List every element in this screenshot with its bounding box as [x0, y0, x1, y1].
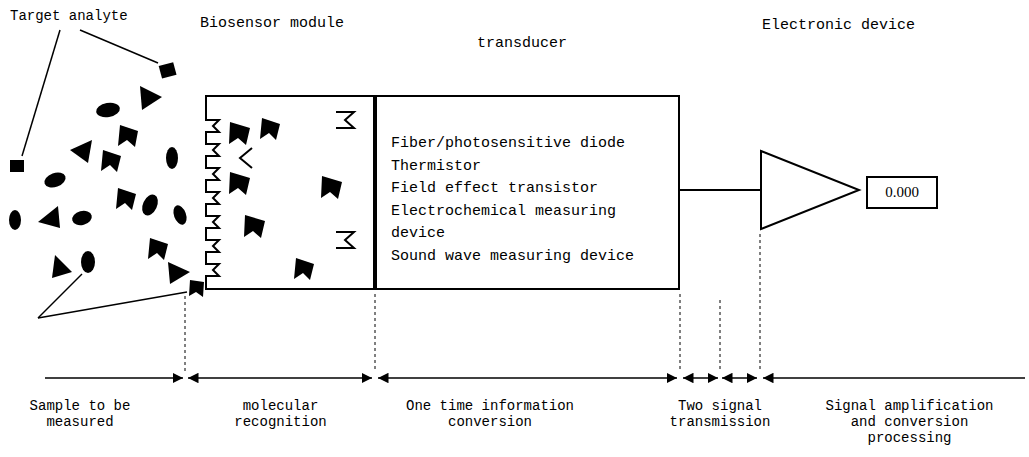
module-outline	[206, 96, 374, 289]
receptor-shapes	[229, 112, 354, 280]
list-item: Field effect transistor	[391, 178, 668, 201]
amplifier-symbol	[760, 150, 860, 230]
module-outline	[205, 95, 375, 290]
stage-label: One time information conversion	[390, 398, 590, 430]
node-heading: Electronic device	[762, 17, 915, 35]
callout-label: Target analyte	[10, 8, 180, 24]
amplifier-triangle: Electronic device	[760, 150, 860, 230]
leader-lines	[22, 30, 187, 318]
display-value: 0.000	[885, 181, 919, 204]
list-item: Fiber/photosensitive diode	[391, 133, 668, 156]
list-item: Electrochemical measuring device	[391, 201, 668, 246]
display-box: 0.000	[866, 176, 938, 209]
list-item: Sound wave measuring device	[391, 246, 668, 269]
transducer-box: transducerFiber/photosensitive diodeTher…	[375, 95, 680, 290]
stage-label: molecular recognition	[213, 398, 348, 430]
list-item: Thermistor	[391, 156, 668, 179]
stage-label: Signal amplification and conversion proc…	[812, 398, 1007, 446]
node-heading: transducer	[477, 35, 567, 53]
dashed-guides	[185, 234, 760, 372]
stage-arrows	[45, 377, 1025, 379]
stage-label: Two signal transmission	[665, 398, 775, 430]
biosensor-module: Biosensor module	[205, 95, 375, 290]
analyte-shapes	[9, 62, 204, 297]
amplifier-symbol	[761, 151, 859, 229]
node-heading: Biosensor module	[200, 15, 344, 33]
signal-line	[680, 189, 760, 191]
stage-label: Sample to be measured	[5, 398, 155, 430]
